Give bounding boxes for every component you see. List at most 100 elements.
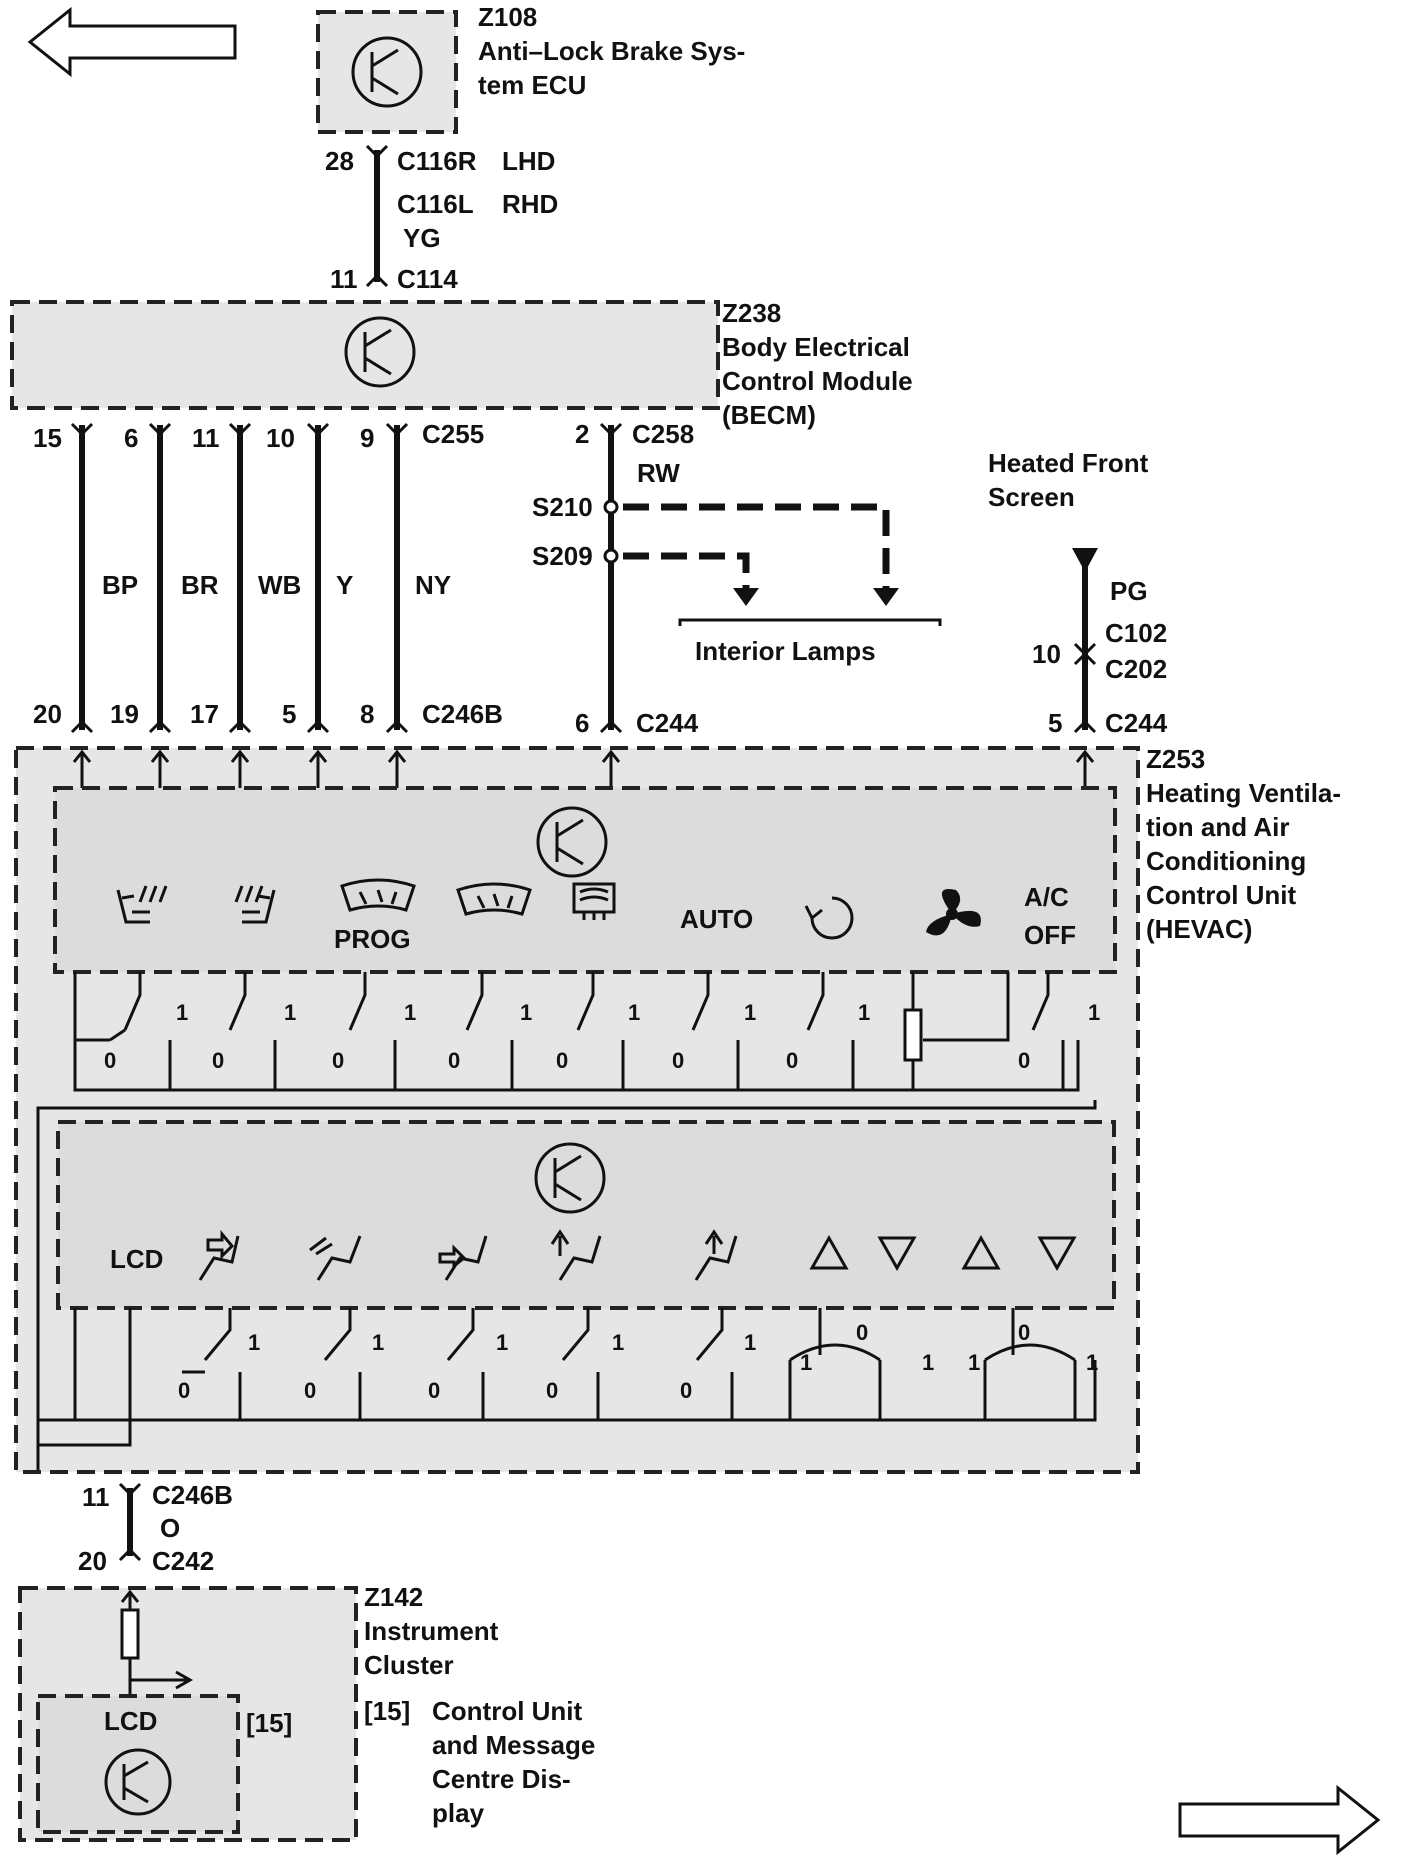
bus-bottom-pin-3: 17 [190,699,219,729]
abs-label-line2: tem ECU [478,70,586,100]
ac-label[interactable]: A/C [1024,882,1069,912]
bus-wire-color-1: BP [102,570,138,600]
bus-wire-color-2: BR [181,570,219,600]
interior-lamps-label: Interior Lamps [695,636,876,666]
lower-switch-one: 1 [1086,1350,1098,1375]
becm-label-line2: Control Module [722,366,913,396]
upper-switch-zero: 0 [556,1048,568,1073]
down-arrow-icon[interactable] [1037,1236,1077,1272]
hevac-label-line4: Control Unit [1146,880,1297,910]
up-arrow-icon[interactable] [961,1234,1001,1270]
cluster-note-line3: Centre Dis- [432,1764,571,1794]
rear-defrost-icon[interactable] [572,882,616,920]
abs-label-line1: Anti–Lock Brake Sys- [478,36,745,66]
arrow-down-icon [873,588,899,606]
abs-ecu-box [316,10,458,134]
abs-ecu-transistor-icon [351,36,423,108]
becm-id: Z238 [722,298,781,328]
cluster-inner-ref: [15] [246,1708,292,1738]
next-page-arrow-icon[interactable] [1178,1784,1381,1856]
lower-switch-one: 1 [744,1330,756,1355]
upper-switch-zero: 0 [448,1048,460,1073]
heated-screen-pin: 10 [1032,639,1061,669]
abs-lhd: LHD [502,146,555,176]
cluster-wire-color: O [160,1513,180,1543]
hevac-label-line2: tion and Air [1146,812,1289,842]
abs-conn-alt: C116L [397,189,474,219]
bus-wire-color-3: WB [258,570,301,600]
connector-mark [599,422,623,734]
upper-switch-one: 1 [1088,1000,1100,1025]
splice-s210 [603,499,619,515]
cluster-note-line4: play [432,1798,485,1828]
abs-pin-bottom: 11 [330,264,358,294]
lumbar-icon[interactable] [694,1229,738,1281]
bus-bottom-pin-1: 20 [33,699,62,729]
seat-height-icon[interactable] [550,1229,602,1281]
lower-switch-zero: 0 [304,1378,316,1403]
previous-page-arrow-icon[interactable] [27,6,237,78]
heated-seat-left-icon[interactable] [116,885,168,924]
heated-seat-right-icon[interactable] [234,885,276,924]
cluster-top-conn: C246B [152,1480,233,1510]
seat-recline-icon[interactable] [309,1235,362,1281]
off-label[interactable]: OFF [1024,920,1076,950]
up-arrow-icon[interactable] [809,1234,849,1270]
splice-s210-label: S210 [532,492,593,522]
hevac-label-line5: (HEVAC) [1146,914,1252,944]
cluster-bottom-pin: 20 [78,1546,107,1576]
rw-top-pin: 2 [575,419,589,449]
lower-panel-transistor-icon [534,1142,606,1214]
upper-switch-zero: 0 [104,1048,116,1073]
heated-screen-bottom-conn: C244 [1105,708,1168,738]
hevac-upper-panel [53,786,1117,974]
lower-switch-zero: 0 [546,1378,558,1403]
cluster-note-line2: and Message [432,1730,595,1760]
s209-dashed-link [623,552,750,590]
lower-switch-one: 1 [372,1330,384,1355]
lower-switch-zero: 0 [428,1378,440,1403]
seat-forward-icon[interactable] [198,1229,240,1281]
bus-top-pin-3: 11 [192,423,220,453]
windscreen-heat-icon[interactable] [456,882,532,916]
lower-switch-one: 1 [248,1330,260,1355]
bus-top-pin-5: 9 [360,423,374,453]
auto-label[interactable]: AUTO [680,904,753,934]
bus-top-pin-1: 15 [33,423,62,453]
cluster-note-ref: [15] [364,1696,410,1726]
hevac-input-arrows [72,749,1095,788]
lower-switch-one: 1 [496,1330,508,1355]
splice-s209-label: S209 [532,541,593,571]
hevac-label-line3: Conditioning [1146,846,1306,876]
abs-conn-bottom: C114 [397,264,458,294]
abs-pin-top: 28 [325,146,354,176]
cluster-lcd-label: LCD [104,1706,157,1736]
connector-mark [365,144,389,288]
s210-dashed-link [623,503,890,590]
fan-icon[interactable] [926,889,981,936]
cluster-inner-box [36,1694,240,1834]
upper-switch-one: 1 [628,1000,640,1025]
hevac-label-line1: Heating Ventila- [1146,778,1341,808]
heated-screen-conn2: C202 [1105,654,1167,684]
bus-bottom-conn: C246B [422,699,503,729]
upper-switch-one: 1 [404,1000,416,1025]
upper-switch-one: 1 [176,1000,188,1025]
bus-top-pin-2: 6 [124,423,138,453]
front-demist-icon[interactable] [340,878,416,912]
connector-mark [118,1482,142,1562]
heated-screen-label1: Heated Front [988,448,1149,478]
lower-switch-one: 1 [922,1350,934,1375]
heated-screen-bottom-pin: 5 [1048,708,1062,738]
upper-panel-transistor-icon [536,806,608,878]
seat-cushion-icon[interactable] [438,1235,488,1281]
cluster-note-line1: Control Unit [432,1696,583,1726]
interior-lamps-bracket [678,618,942,626]
down-arrow-icon[interactable] [877,1236,917,1272]
heated-screen-color: PG [1110,576,1148,606]
lower-switch-zero: 0 [856,1320,868,1345]
recirculation-icon[interactable] [804,896,854,940]
prog-label[interactable]: PROG [334,924,411,954]
abs-id: Z108 [478,2,537,32]
